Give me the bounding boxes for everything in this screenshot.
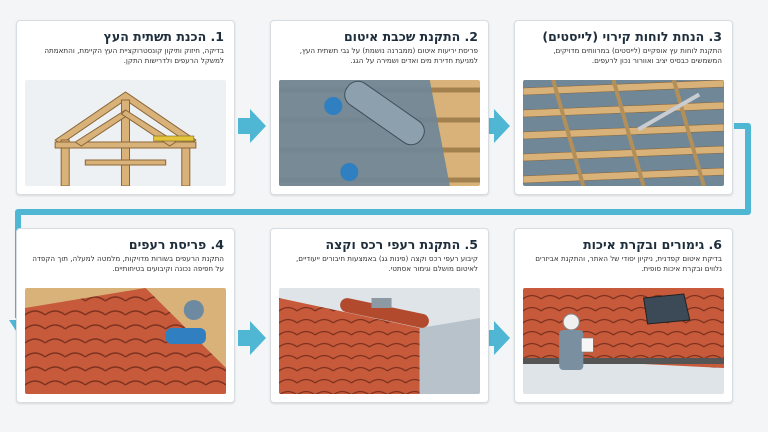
arrow-step4-to-step5 xyxy=(238,321,266,355)
step-title: 4. פריסת רעפים xyxy=(17,229,234,254)
step-description: פריסת יריעות איטום (ממברנה נושמת) על גבי… xyxy=(271,46,488,76)
ridge-tiles-illustration xyxy=(279,288,480,394)
arrow-step1-to-step2 xyxy=(238,109,266,143)
step-card-6: 6. גימורים ובקרת איכות בדיקת איטום קפדני… xyxy=(514,228,733,403)
step-card-5: 5. התקנת רעפי רכס וקצה קיבוע רעפי רכס וק… xyxy=(270,228,489,403)
battens-illustration xyxy=(523,80,724,186)
step-description: התקנת לוחות עץ אופקיים (לייסטים) במרווחי… xyxy=(515,46,732,76)
step-title: 1. הכנת תשתית העץ xyxy=(17,21,234,46)
step-title: 6. גימורים ובקרת איכות xyxy=(515,229,732,254)
tile-laying-illustration xyxy=(25,288,226,394)
step-description: התקנת הרעפים בשורות מדויקות, מלמטה למעלה… xyxy=(17,254,234,284)
step-card-2: 2. התקנת שכבת איטום פריסת יריעות איטום (… xyxy=(270,20,489,195)
step-description: קיבוע רעפי רכס וקצה (פינות גג) באמצעות ח… xyxy=(271,254,488,284)
step-card-3: 3. הנחת לוחות קירוי (לייסטים) התקנת לוחו… xyxy=(514,20,733,195)
step-card-1: 1. הכנת תשתית העץ בדיקה, חיזוק ותיקון קו… xyxy=(16,20,235,195)
inspection-illustration xyxy=(523,288,724,394)
membrane-roll-illustration xyxy=(279,80,480,186)
step-title: 3. הנחת לוחות קירוי (לייסטים) xyxy=(515,21,732,46)
step-description: בדיקה, חיזוק ותיקון קונסטרוקציית העץ הקי… xyxy=(17,46,234,76)
step-card-4: 4. פריסת רעפים התקנת הרעפים בשורות מדויק… xyxy=(16,228,235,403)
step-description: בדיקת איטום קפדנית, ניקיון יסודי של האתר… xyxy=(515,254,732,284)
wood-frame-illustration xyxy=(25,80,226,186)
step-title: 2. התקנת שכבת איטום xyxy=(271,21,488,46)
step-title: 5. התקנת רעפי רכס וקצה xyxy=(271,229,488,254)
